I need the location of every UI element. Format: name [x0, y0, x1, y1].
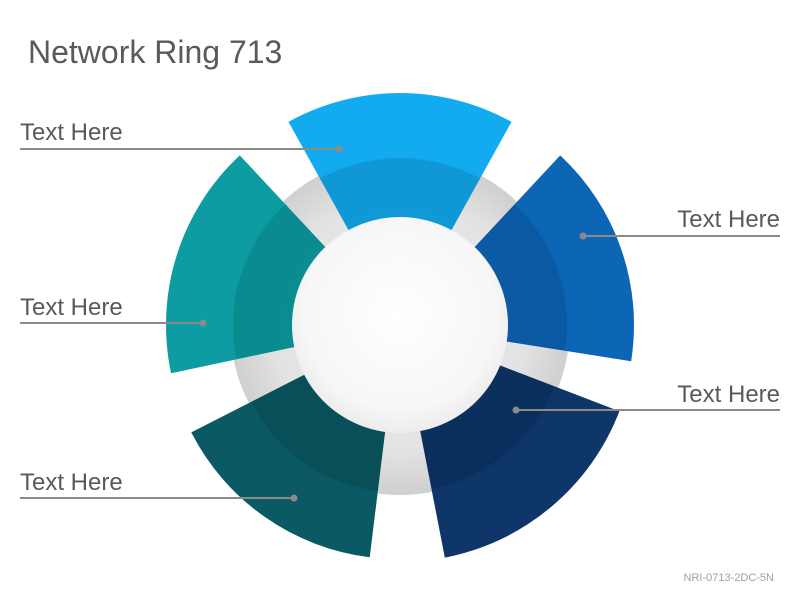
ring-segment-shade-4: [250, 370, 387, 491]
footer-code: NRI-0713-2DC-5N: [683, 572, 774, 584]
ring-segment-shade-3: [418, 361, 555, 489]
ring-segment-2: [466, 155, 634, 362]
leader-dot-5: [199, 319, 207, 327]
leader-dot-3: [512, 406, 520, 414]
leader-dot-4: [290, 494, 298, 502]
page-title: Network Ring 713: [28, 34, 283, 70]
segment-label-1: Text Here: [20, 119, 123, 146]
segment-label-5: Text Here: [20, 294, 123, 321]
ring-segment-shade-1: [320, 158, 480, 240]
segment-label-4: Text Here: [20, 469, 123, 496]
segment-label-2: Text Here: [677, 206, 780, 233]
segment-label-3: Text Here: [677, 381, 780, 408]
ring-segment-1: [288, 93, 512, 240]
ring-segment-4: [191, 370, 387, 558]
ring-segment-shade-2: [466, 204, 567, 351]
leader-dot-1: [335, 145, 343, 153]
center-circle: [292, 217, 508, 433]
ring-segment-5: [166, 155, 334, 374]
ring-segment-shade-5: [233, 204, 334, 360]
leader-dot-2: [579, 232, 587, 240]
